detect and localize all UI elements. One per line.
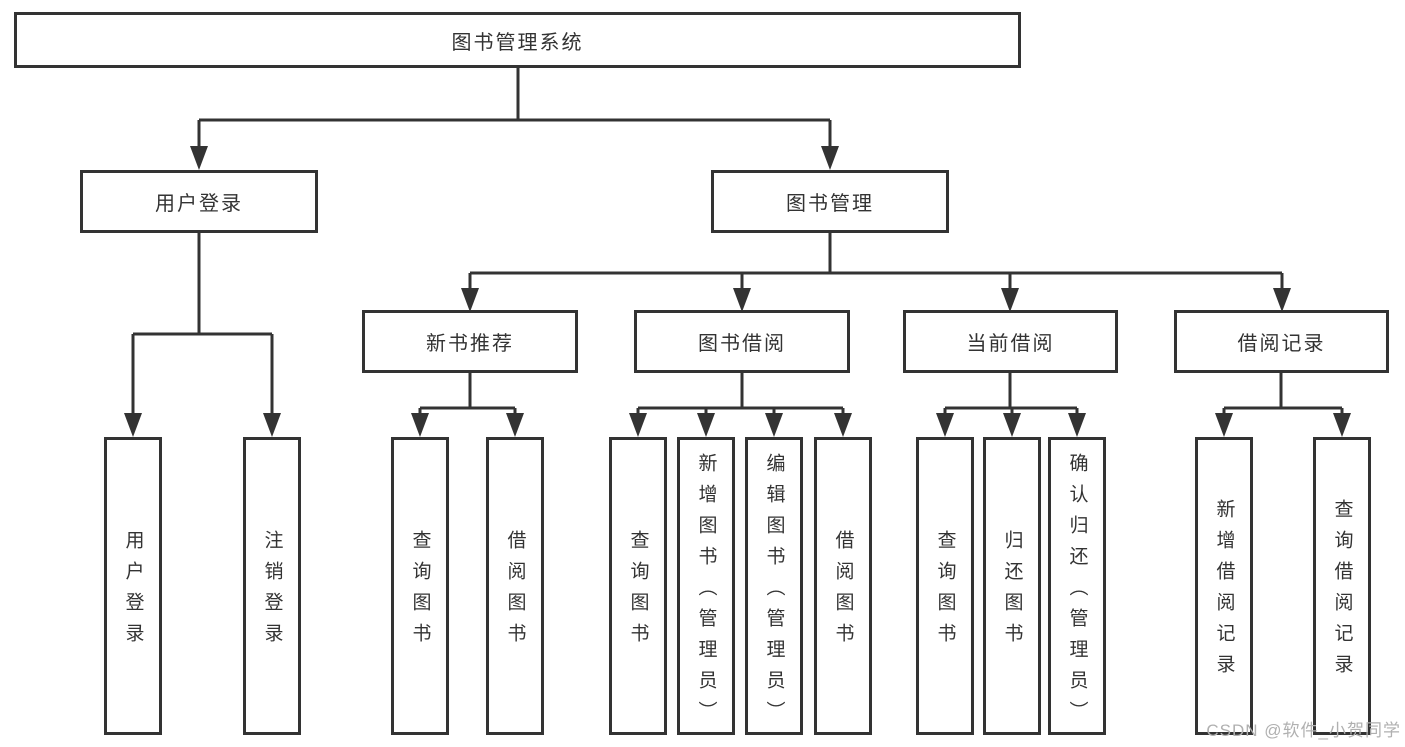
- arrow-down-icon: [1001, 288, 1019, 312]
- node-borrow-records: 借阅记录: [1174, 310, 1389, 373]
- node-leaf-user-login: 用户登录: [104, 437, 162, 735]
- node-leaf-edit-book-admin: 编辑图书（管理员）: [745, 437, 803, 735]
- node-leaf-return-book: 归还图书: [983, 437, 1041, 735]
- arrow-down-icon: [834, 413, 852, 437]
- arrow-down-icon: [1333, 413, 1351, 437]
- node-new-book-recommend: 新书推荐: [362, 310, 578, 373]
- node-leaf-logout: 注销登录: [243, 437, 301, 735]
- node-leaf-query-book: 查询图书: [391, 437, 449, 735]
- connector-new-book-recommend: [418, 373, 517, 414]
- node-library-system: 图书管理系统: [14, 12, 1021, 68]
- arrow-down-icon: [1068, 413, 1086, 437]
- leaf-label: 借阅图书: [504, 530, 526, 654]
- csdn-watermark: CSDN @软件_小贺同学: [1206, 721, 1401, 740]
- node-leaf-confirm-return-admin: 确认归还（管理员）: [1048, 437, 1106, 735]
- arrowheads: [124, 146, 1351, 437]
- leaf-label: 新增图书（管理员）: [695, 452, 717, 732]
- leaf-label: 新增借阅记录: [1213, 499, 1235, 685]
- leaf-label: 确认归还（管理员）: [1066, 452, 1088, 732]
- node-user-login: 用户登录: [80, 170, 318, 233]
- arrow-down-icon: [506, 413, 524, 437]
- leaf-label: 用户登录: [122, 530, 144, 654]
- arrow-down-icon: [124, 413, 142, 437]
- connector-borrow-records: [1222, 373, 1344, 414]
- node-leaf-add-book-admin: 新增图书（管理员）: [677, 437, 735, 735]
- node-current-borrow: 当前借阅: [903, 310, 1118, 373]
- arrow-down-icon: [765, 413, 783, 437]
- leaf-label: 注销登录: [261, 530, 283, 654]
- node-leaf-query-borrow-record: 查询借阅记录: [1313, 437, 1371, 735]
- leaf-label: 查询图书: [409, 530, 431, 654]
- connector-root: [197, 68, 832, 146]
- arrow-down-icon: [629, 413, 647, 437]
- arrow-down-icon: [1215, 413, 1233, 437]
- leaf-label: 归还图书: [1001, 530, 1023, 654]
- node-book-borrow: 图书借阅: [634, 310, 850, 373]
- arrow-down-icon: [411, 413, 429, 437]
- node-leaf-add-borrow-record: 新增借阅记录: [1195, 437, 1253, 735]
- arrow-down-icon: [733, 288, 751, 312]
- connector-book-borrow: [636, 373, 845, 414]
- node-leaf-query-book: 查询图书: [609, 437, 667, 735]
- leaf-label: 查询图书: [627, 530, 649, 654]
- arrow-down-icon: [461, 288, 479, 312]
- node-book-management: 图书管理: [711, 170, 949, 233]
- arrow-down-icon: [190, 146, 208, 170]
- node-leaf-query-book: 查询图书: [916, 437, 974, 735]
- leaf-label: 编辑图书（管理员）: [763, 452, 785, 732]
- leaf-label: 查询借阅记录: [1331, 499, 1353, 685]
- connector-current-borrow: [943, 373, 1079, 414]
- node-leaf-borrow-book: 借阅图书: [814, 437, 872, 735]
- arrow-down-icon: [1273, 288, 1291, 312]
- leaf-label: 借阅图书: [832, 530, 854, 654]
- arrow-down-icon: [263, 413, 281, 437]
- connector-book-management: [468, 233, 1284, 289]
- arrow-down-icon: [697, 413, 715, 437]
- arrow-down-icon: [821, 146, 839, 170]
- connector-user-login: [131, 233, 274, 414]
- arrow-down-icon: [936, 413, 954, 437]
- node-leaf-borrow-book: 借阅图书: [486, 437, 544, 735]
- leaf-label: 查询图书: [934, 530, 956, 654]
- arrow-down-icon: [1003, 413, 1021, 437]
